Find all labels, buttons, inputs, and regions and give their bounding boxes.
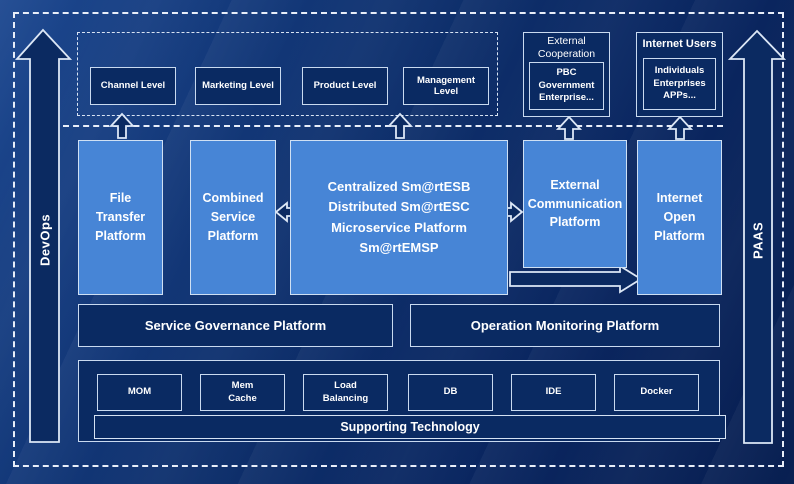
- mem-cache-box: Mem Cache: [200, 374, 285, 411]
- combined-service-platform-box: Combined Service Platform: [190, 140, 276, 295]
- service-governance-platform-box: Service Governance Platform: [78, 304, 393, 347]
- load-balancing-box: Load Balancing: [303, 374, 388, 411]
- supporting-technology-bar: Supporting Technology: [94, 415, 726, 439]
- internet-users-box: Internet Users Individuals Enterprises A…: [636, 32, 723, 117]
- mom-box: MOM: [97, 374, 182, 411]
- smart-esb-platform-box: Centralized Sm@rtESB Distributed Sm@rtES…: [290, 140, 508, 295]
- internet-users-title: Internet Users: [642, 38, 717, 50]
- product-level-box: Product Level: [302, 67, 388, 105]
- individuals-enterprises-apps-box: Individuals Enterprises APPs...: [643, 58, 716, 110]
- external-cooperation-box: External Cooperation PBC Government Ente…: [523, 32, 610, 117]
- internet-open-platform-box: Internet Open Platform: [637, 140, 722, 295]
- external-communication-platform-box: External Communication Platform: [523, 140, 627, 268]
- integration-layer-dashed-line: [63, 125, 723, 127]
- management-level-box: Management Level: [403, 67, 489, 105]
- marketing-level-box: Marketing Level: [195, 67, 281, 105]
- channel-level-box: Channel Level: [90, 67, 176, 105]
- db-box: DB: [408, 374, 493, 411]
- ide-box: IDE: [511, 374, 596, 411]
- external-cooperation-title: External Cooperation: [537, 35, 596, 61]
- pbc-government-enterprise-box: PBC Government Enterprise...: [529, 62, 604, 110]
- file-transfer-platform-box: File Transfer Platform: [78, 140, 163, 295]
- channel-levels-dashed-group: [77, 32, 498, 116]
- docker-box: Docker: [614, 374, 699, 411]
- operation-monitoring-platform-box: Operation Monitoring Platform: [410, 304, 720, 347]
- paas-rail-label: PAAS: [750, 221, 766, 259]
- devops-rail-label: DevOps: [37, 213, 53, 267]
